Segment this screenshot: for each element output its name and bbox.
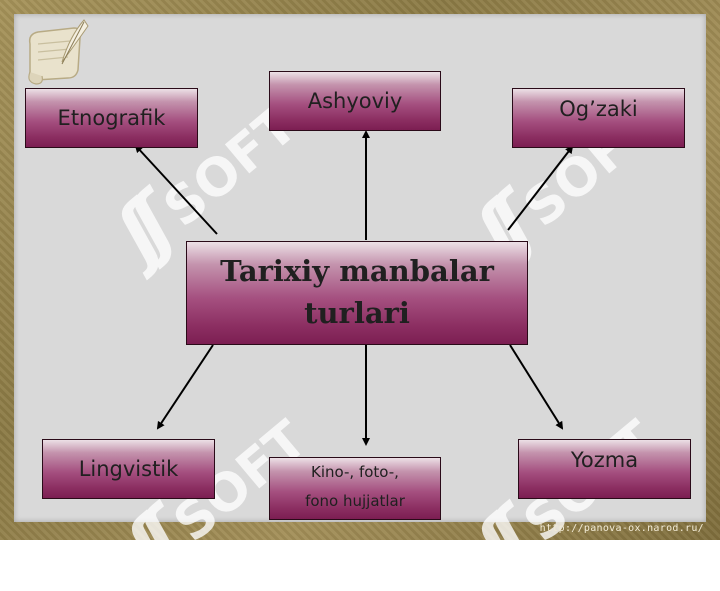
node-ogzaki: Og’zaki: [512, 88, 685, 148]
node-label: Og’zaki: [559, 97, 638, 121]
node-yozma: Yozma: [518, 439, 691, 499]
arrow-to-etnografik: [134, 144, 218, 235]
node-etnografik: Etnografik: [25, 88, 198, 148]
arrow-to-yozma: [509, 344, 564, 430]
arrow-to-lingvistik: [156, 344, 214, 430]
node-label-line2: fono hujjatlar: [305, 492, 405, 510]
node-center: Tarixiy manbalar turlari: [186, 241, 528, 345]
node-label: Ashyoviy: [307, 89, 403, 113]
node-kino: Kino-, foto-, fono hujjatlar: [269, 457, 441, 520]
arrow-to-ogzaki: [507, 145, 574, 231]
node-label: Etnografik: [57, 106, 166, 130]
node-label-line1: Kino-, foto-,: [311, 463, 399, 481]
connector-arrows: [134, 130, 574, 446]
footer-url: http://panova-ox.narod.ru/: [539, 523, 704, 534]
scroll-quill-icon: [28, 19, 89, 85]
node-lingvistik: Lingvistik: [42, 439, 215, 499]
center-title-line1: Tarixiy manbalar: [220, 254, 494, 288]
node-label: Lingvistik: [78, 457, 179, 481]
node-label: Yozma: [570, 448, 639, 472]
node-ashyoviy: Ashyoviy: [269, 71, 441, 131]
center-title-line2: turlari: [304, 296, 410, 330]
